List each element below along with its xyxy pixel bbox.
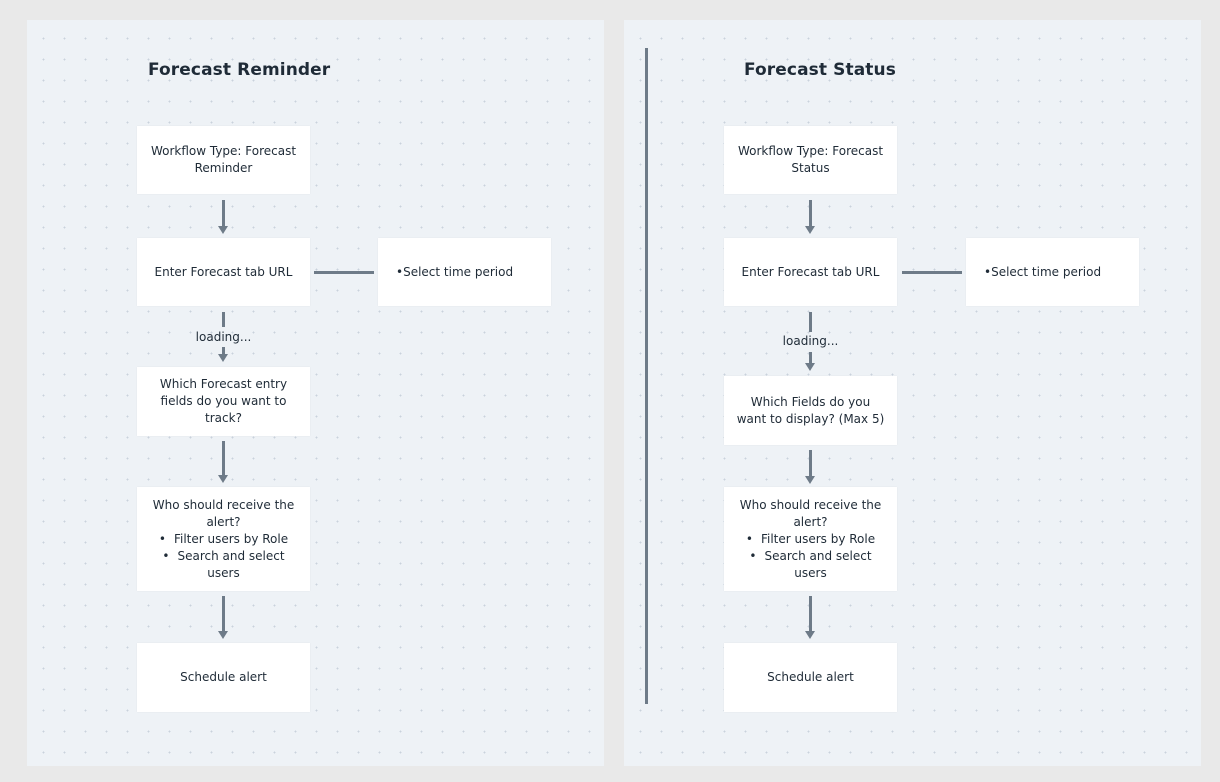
bullet-text: Select time period (991, 264, 1102, 279)
bullet-text: Search and select users (177, 548, 285, 580)
recipients-list: •Filter users by Role •Search and select… (149, 531, 298, 582)
recipients-node: Who should receive the alert? •Filter us… (137, 487, 310, 591)
arrow-head-icon (805, 476, 815, 484)
forecast-status-panel: Forecast Status Workflow Type: Forecast … (624, 20, 1201, 766)
bullet-icon: • (745, 531, 753, 546)
bullet-icon: • (158, 531, 166, 546)
arrow-head-icon (218, 475, 228, 483)
node-label: Workflow Type: Forecast Status (737, 144, 884, 175)
list-item: • Search and select users (149, 548, 298, 582)
node-label: Who should receive the alert? (152, 497, 295, 529)
bullet-icon: • (396, 264, 404, 279)
bullet-icon: • (162, 548, 170, 563)
bullet-icon: • (984, 264, 992, 279)
flow-line (222, 312, 225, 327)
flow-line (809, 312, 812, 332)
time-period-node: •Select time period (378, 238, 551, 306)
flow-arrow (805, 352, 815, 371)
loading-label: loading... (782, 334, 839, 348)
panel-title: Forecast Reminder (148, 60, 331, 80)
node-label: •Select time period (396, 264, 513, 281)
loading-label: loading... (195, 330, 252, 344)
schedule-node: Schedule alert (137, 643, 310, 712)
list-item: • Search and select users (736, 548, 885, 582)
fields-question-node: Which Fields do you want to display? (Ma… (724, 376, 897, 445)
bullet-text: Select time period (403, 264, 514, 279)
time-period-node: •Select time period (966, 238, 1139, 306)
flow-arrow (805, 450, 815, 484)
node-label: Enter Forecast tab URL (154, 264, 293, 279)
list-item: • Filter users by Role (736, 531, 885, 548)
node-label: Which Forecast entry fields do you want … (159, 377, 288, 425)
flow-arrow (805, 200, 815, 234)
arrow-head-icon (805, 226, 815, 234)
flow-arrow (218, 441, 228, 483)
panel-divider (645, 48, 648, 704)
workflow-type-node: Workflow Type: Forecast Reminder (137, 126, 310, 194)
bullet-text: Search and select users (764, 548, 872, 580)
flow-arrow (218, 200, 228, 234)
connector-line (314, 271, 374, 274)
list-item: • Filter users by Role (149, 531, 298, 548)
flow-arrow (218, 347, 228, 362)
node-label: Enter Forecast tab URL (741, 264, 880, 279)
arrow-head-icon (218, 354, 228, 362)
workflow-type-node: Workflow Type: Forecast Status (724, 126, 897, 194)
schedule-node: Schedule alert (724, 643, 897, 712)
connector-line (902, 271, 962, 274)
arrow-head-icon (805, 363, 815, 371)
node-label: Schedule alert (767, 670, 854, 684)
recipients-list: •Filter users by Role •Search and select… (736, 531, 885, 582)
recipients-node: Who should receive the alert? •Filter us… (724, 487, 897, 591)
node-label: Workflow Type: Forecast Reminder (150, 144, 297, 175)
enter-url-node: Enter Forecast tab URL (724, 238, 897, 306)
bullet-text: Filter users by Role (173, 531, 289, 546)
flow-arrow (218, 596, 228, 639)
flow-arrow (805, 596, 815, 639)
bullet-icon: • (749, 548, 757, 563)
enter-url-node: Enter Forecast tab URL (137, 238, 310, 306)
node-label: •Select time period (984, 264, 1101, 281)
arrow-head-icon (805, 631, 815, 639)
node-label: Schedule alert (180, 670, 267, 684)
forecast-reminder-panel: Forecast Reminder Workflow Type: Forecas… (27, 20, 604, 766)
panel-title: Forecast Status (744, 60, 896, 80)
arrow-head-icon (218, 226, 228, 234)
fields-question-node: Which Forecast entry fields do you want … (137, 367, 310, 436)
arrow-head-icon (218, 631, 228, 639)
bullet-text: Filter users by Role (760, 531, 876, 546)
node-label: Which Fields do you want to display? (Ma… (736, 394, 885, 426)
node-label: Who should receive the alert? (739, 497, 882, 529)
